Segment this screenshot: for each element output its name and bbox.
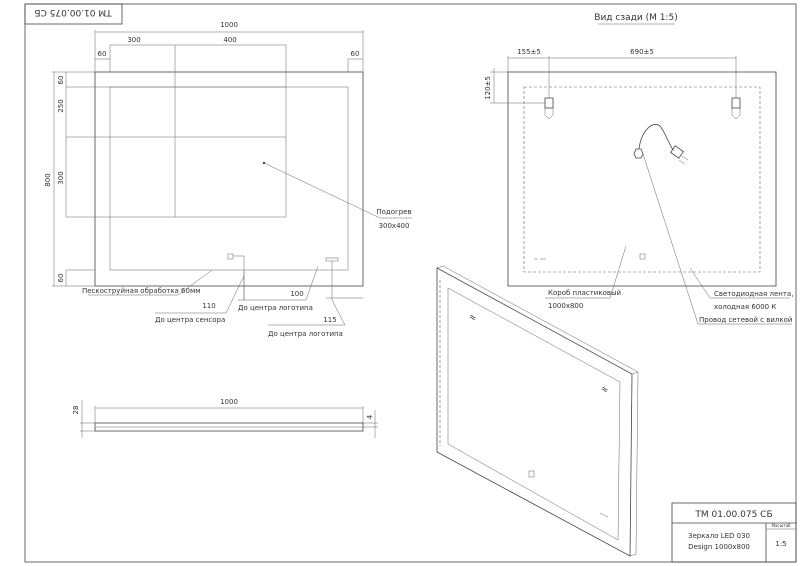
label-logo-center-2: До центра логотипа xyxy=(268,330,343,338)
sandblast-frame xyxy=(109,86,349,271)
right-hanger xyxy=(731,97,741,109)
back-led-strip xyxy=(523,86,761,273)
side-view: 1000 28 4 xyxy=(72,398,378,438)
title-code: ТМ 01.00.075 СБ xyxy=(694,510,772,520)
back-dim-155: 155±5 xyxy=(517,48,541,56)
dim-250: 250 xyxy=(57,99,65,112)
back-dim-120: 120±5 xyxy=(484,76,492,100)
power-cord xyxy=(638,124,674,151)
title-block-frame xyxy=(671,502,797,563)
label-sandblast: Пескоструйная обработка 60мм xyxy=(82,287,201,295)
dim-400: 400 xyxy=(223,36,236,44)
svg-text:≈: ≈ xyxy=(467,312,479,324)
back-outline xyxy=(507,71,777,287)
front-view: 1000 300 400 60 60 800 60 250 300 xyxy=(44,21,412,338)
logo-mark xyxy=(325,257,339,262)
left-hanger xyxy=(544,97,554,109)
back-view-title: Вид сзади (М 1:5) xyxy=(594,13,677,23)
label-heating-line2: 300х400 xyxy=(379,222,410,230)
mirrored-stamp: ТМ 01.00.075 СБ xyxy=(34,7,112,17)
side-dim-width: 1000 xyxy=(220,398,238,406)
dim-60-top: 60 xyxy=(57,76,65,85)
dim-height-800: 800 xyxy=(44,173,52,186)
title-name-line2: Design 1000х800 xyxy=(688,543,750,551)
back-sensor-mark xyxy=(639,253,646,260)
label-sensor-center: До центра сенсора xyxy=(155,316,225,324)
label-power-cord: Провод сетевой с вилкой xyxy=(699,316,792,324)
back-view: Вид сзади (М 1:5) 155±5 690±5 120±5 xyxy=(484,13,793,325)
label-plastic-box-1: Короб пластиковый xyxy=(548,289,621,297)
dim-60-bottom: 60 xyxy=(57,274,65,283)
iso-sensor xyxy=(528,470,535,478)
dim-300: 300 xyxy=(127,36,140,44)
title-scale-value: 1:5 xyxy=(775,540,786,548)
side-dim-28: 28 xyxy=(72,406,80,415)
iso-outer xyxy=(436,267,633,557)
back-dim-690: 690±5 xyxy=(630,48,654,56)
label-plastic-box-2: 1000х800 xyxy=(548,302,583,310)
iso-inner xyxy=(447,287,621,541)
label-led-strip-1: Светодиодная лента, xyxy=(714,290,793,298)
dim-115: 115 xyxy=(323,316,336,324)
cable-gland xyxy=(633,148,644,159)
dim-60-right: 60 xyxy=(351,50,360,58)
svg-text:≈: ≈ xyxy=(599,384,611,396)
dim-110: 110 xyxy=(202,302,215,310)
sensor-mark xyxy=(227,253,234,260)
dim-total-width: 1000 xyxy=(220,21,238,29)
power-plug xyxy=(670,145,684,159)
title-block: ТМ 01.00.075 СБ Зеркало LED 030 Design 1… xyxy=(671,502,797,563)
title-name-line1: Зеркало LED 030 xyxy=(688,532,750,540)
sheet-frame xyxy=(24,3,797,563)
dim-100: 100 xyxy=(290,290,303,298)
mirror-outline xyxy=(94,71,364,287)
mirrored-stamp-box xyxy=(24,3,123,25)
label-logo-center-1: До центра логотипа xyxy=(238,304,313,312)
isometric-view: ≈ ≈ xyxy=(436,265,639,557)
title-scale-header: Масштаб xyxy=(771,523,791,528)
dim-60-left: 60 xyxy=(98,50,107,58)
side-dim-4: 4 xyxy=(366,414,374,419)
label-led-strip-2: холодная 6000 К xyxy=(714,303,776,311)
label-heating-line1: Подогрев xyxy=(376,208,411,216)
dim-300-vert: 300 xyxy=(57,171,65,184)
